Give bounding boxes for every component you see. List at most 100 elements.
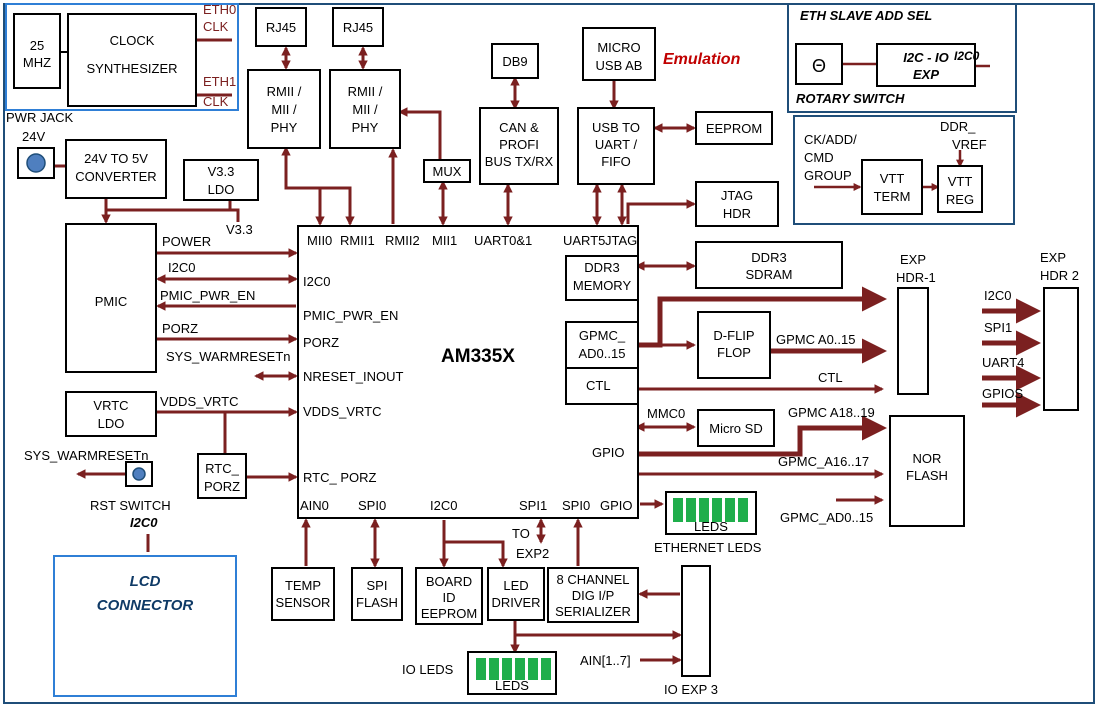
- gpmc-block: GPMC_ AD0..15: [565, 321, 639, 369]
- svg-text:MII /: MII /: [352, 102, 378, 117]
- svg-text:RJ45: RJ45: [343, 20, 373, 35]
- lcd-label-2: CONNECTOR: [97, 597, 194, 614]
- ddr-vref-line-1: DDR_: [940, 119, 976, 134]
- board-id-eeprom: BOARD ID EEPROM: [415, 567, 483, 625]
- oscillator-25mhz: 25 MHZ: [13, 13, 61, 89]
- svg-text:RMII /: RMII /: [348, 84, 383, 99]
- svg-text:UART /: UART /: [595, 137, 638, 152]
- clock-frame: [5, 3, 239, 111]
- svg-text:HDR: HDR: [723, 206, 751, 221]
- synth-line-1: CLOCK: [110, 33, 155, 48]
- svg-text:8 CHANNEL: 8 CHANNEL: [557, 572, 630, 587]
- port-spi0-a: SPI0: [358, 498, 386, 513]
- svg-text:BOARD: BOARD: [426, 574, 472, 589]
- serializer-8ch: 8 CHANNEL DIG I/P SERIALIZER: [547, 567, 639, 623]
- reset-switch[interactable]: [125, 461, 153, 487]
- vtt-frame: [793, 115, 1015, 225]
- sig-ctl: CTL: [818, 370, 843, 385]
- ethernet-leds-label: ETHERNET LEDS: [654, 540, 762, 555]
- rj45-1: RJ45: [255, 7, 307, 47]
- svg-text:DDR3: DDR3: [751, 250, 786, 265]
- db9: DB9: [491, 43, 539, 79]
- exp-hdr2-label-2: HDR 2: [1040, 268, 1079, 283]
- hdr2-gpios: GPIOS: [982, 386, 1024, 401]
- port-jtag: JTAG: [605, 233, 637, 248]
- temp-sensor: TEMP SENSOR: [271, 567, 335, 621]
- svg-text:VTT: VTT: [880, 171, 905, 186]
- port-gpio-right: GPIO: [592, 445, 625, 460]
- usb-to-uart: USB TO UART / FIFO: [577, 107, 655, 185]
- svg-text:CMD: CMD: [804, 150, 834, 165]
- svg-text:BUS TX/RX: BUS TX/RX: [485, 154, 554, 169]
- svg-text:PHY: PHY: [352, 120, 379, 135]
- svg-text:AD0..15: AD0..15: [579, 346, 626, 361]
- svg-text:CONVERTER: CONVERTER: [75, 169, 156, 184]
- svg-text:GPMC_: GPMC_: [579, 328, 626, 343]
- v33-output-label: V3.3: [226, 222, 253, 237]
- svg-text:EEPROM: EEPROM: [421, 606, 477, 621]
- exp-hdr2-label-1: EXP: [1040, 250, 1066, 265]
- svg-text:Micro SD: Micro SD: [709, 421, 762, 436]
- svg-text:MUX: MUX: [433, 164, 462, 179]
- svg-text:PMIC: PMIC: [95, 294, 128, 309]
- bus-lines: [55, 38, 884, 665]
- port-rmii1: RMII1: [340, 233, 375, 248]
- ddr3-memory-controller: DDR3 MEMORY: [565, 255, 639, 301]
- io-exp3-label: IO EXP 3: [664, 682, 718, 697]
- svg-text:MII /: MII /: [271, 102, 297, 117]
- io-exp3: [681, 565, 711, 677]
- sig-gpmc-a0-15: GPMC A0..15: [776, 332, 855, 347]
- lcd-i2c0-label: I2C0: [130, 515, 158, 530]
- svg-text:FIFO: FIFO: [601, 154, 631, 169]
- svg-text:SPI: SPI: [367, 578, 388, 593]
- svg-text:FLASH: FLASH: [906, 468, 948, 483]
- nor-flash: NOR FLASH: [889, 415, 965, 527]
- ddr3-sdram: DDR3 SDRAM: [695, 241, 843, 289]
- eth-led-array: [673, 498, 748, 522]
- svg-text:TERM: TERM: [874, 189, 911, 204]
- svg-text:USB TO: USB TO: [592, 120, 640, 135]
- sig-gpmc-a18-19: GPMC A18..19: [788, 405, 875, 420]
- port-i2c0-left: I2C0: [303, 274, 330, 289]
- lcd-connector-box: [53, 555, 237, 697]
- power-jack-icon: [26, 153, 46, 173]
- vtt-reg: VTT REG: [937, 165, 983, 213]
- eth-slave-frame: [787, 3, 1017, 113]
- eth0-clk-label-2: CLK: [203, 19, 229, 34]
- io-led-array: [476, 658, 551, 680]
- svg-text:CTL: CTL: [586, 378, 611, 393]
- svg-text:PHY: PHY: [271, 120, 298, 135]
- svg-text:D-FLIP: D-FLIP: [713, 328, 754, 343]
- port-gpio-bottom: GPIO: [600, 498, 633, 513]
- svg-text:LED: LED: [503, 578, 528, 593]
- eth-leds-text: LEDS: [694, 519, 728, 534]
- svg-text:PORZ: PORZ: [204, 479, 240, 494]
- svg-text:USB AB: USB AB: [596, 58, 643, 73]
- svg-text:DB9: DB9: [502, 54, 527, 69]
- can-profibus: CAN & PROFI BUS TX/RX: [479, 107, 559, 185]
- port-i2c0-bottom: I2C0: [430, 498, 457, 513]
- rst-sys-warmresetn: SYS_WARMRESETn: [24, 448, 149, 463]
- eth-slave-title: ETH SLAVE ADD SEL: [800, 8, 932, 23]
- io-leds-text: LEDS: [495, 678, 529, 693]
- svg-text:PROFI: PROFI: [499, 137, 539, 152]
- port-uart0-1: UART0&1: [474, 233, 532, 248]
- sig-i2c0-pmic: I2C0: [168, 260, 195, 275]
- sig-porz: PORZ: [162, 321, 198, 336]
- port-mii1: MII1: [432, 233, 457, 248]
- outer-frame: [3, 3, 1095, 704]
- eth1-clk-label-2: CLK: [203, 94, 229, 109]
- svg-text:LDO: LDO: [208, 182, 235, 197]
- port-rmii2: RMII2: [385, 233, 420, 248]
- svg-text:EEPROM: EEPROM: [706, 121, 762, 136]
- phy-1: RMII / MII / PHY: [247, 69, 321, 149]
- to-exp2-line-1: TO: [512, 526, 530, 541]
- svg-text:DDR3: DDR3: [584, 260, 619, 275]
- rotary-switch-label: ROTARY SWITCH: [796, 91, 905, 106]
- d-flip-flop: D-FLIP FLOP: [697, 311, 771, 379]
- io-leds-label: IO LEDS: [402, 662, 454, 677]
- jtag-header: JTAG HDR: [695, 181, 779, 227]
- io-leds: LEDS: [467, 651, 557, 695]
- synth-line-2: SYNTHESIZER: [86, 61, 177, 76]
